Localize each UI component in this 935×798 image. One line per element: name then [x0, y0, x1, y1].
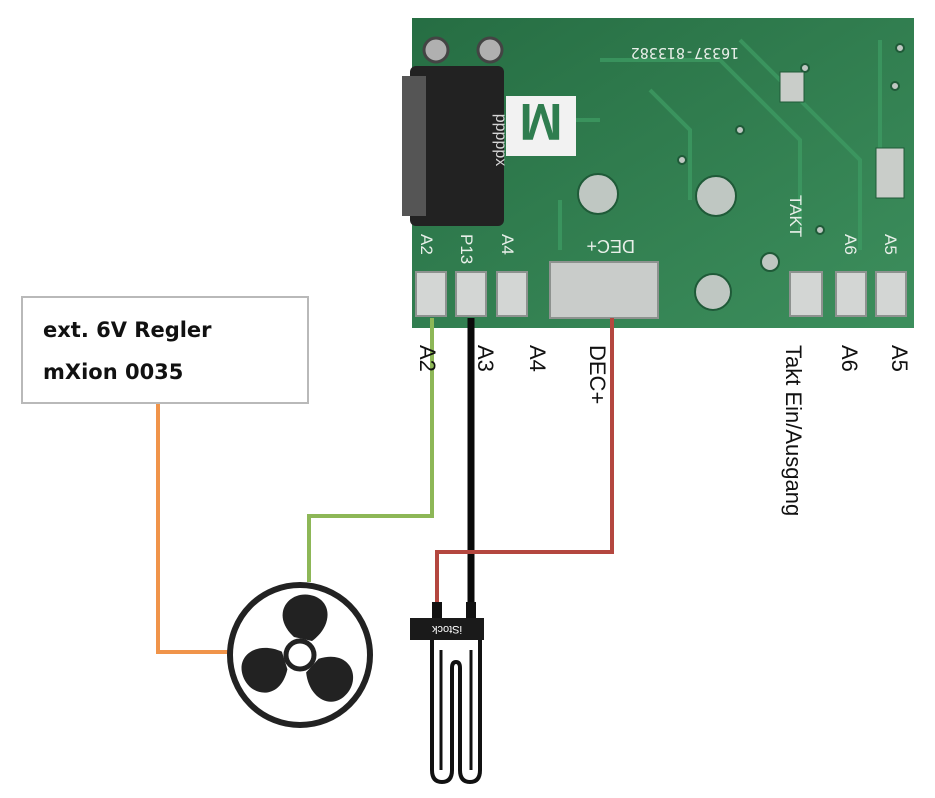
fan-icon [227, 582, 373, 728]
wire-label-takt: Takt Ein/Ausgang [781, 345, 806, 517]
pad-label-dec: DEC+ [586, 236, 635, 256]
pad-dec [549, 261, 659, 319]
pad-label-a6: A6 [841, 234, 860, 255]
component-marking: pppppx [492, 114, 509, 167]
board-logo: M [519, 92, 562, 150]
pad-a3 [455, 271, 487, 317]
pad-a6 [835, 271, 867, 317]
regulator-title: ext. 6V Regler [43, 318, 212, 342]
wire-orange [156, 404, 232, 654]
pad-label-a5: A5 [881, 234, 900, 255]
heater-label: iStock [432, 623, 462, 635]
wire-label-a5: A5 [887, 345, 912, 372]
heating-element-icon: iStock [410, 602, 484, 785]
wire-green [307, 318, 434, 582]
board-serial: 16337-813382 [631, 44, 739, 62]
wire-label-a3: A3 [473, 345, 498, 372]
wire-label-a2: A2 [415, 345, 440, 372]
pad-label-takt: TAKT [786, 195, 805, 237]
regulator-model: mXion 0035 [43, 360, 184, 384]
pad-a2 [415, 271, 447, 317]
wire-label-a4: A4 [525, 345, 550, 372]
pad-label-a4: A4 [498, 234, 517, 255]
decoder-board: M 16337-813382 pppppx A2 P13 A4 DEC+ TAK… [402, 18, 914, 328]
pad-a4 [496, 271, 528, 317]
wire-label-a6: A6 [837, 345, 862, 372]
pad-takt [789, 271, 823, 317]
wire-label-dec: DEC+ [585, 345, 610, 405]
wire-red [435, 318, 614, 604]
pad-a5 [875, 271, 907, 317]
pad-label-a2: A2 [417, 234, 436, 255]
regulator-box: ext. 6V Regler mXion 0035 [21, 296, 309, 404]
pad-label-p13: P13 [457, 234, 476, 264]
